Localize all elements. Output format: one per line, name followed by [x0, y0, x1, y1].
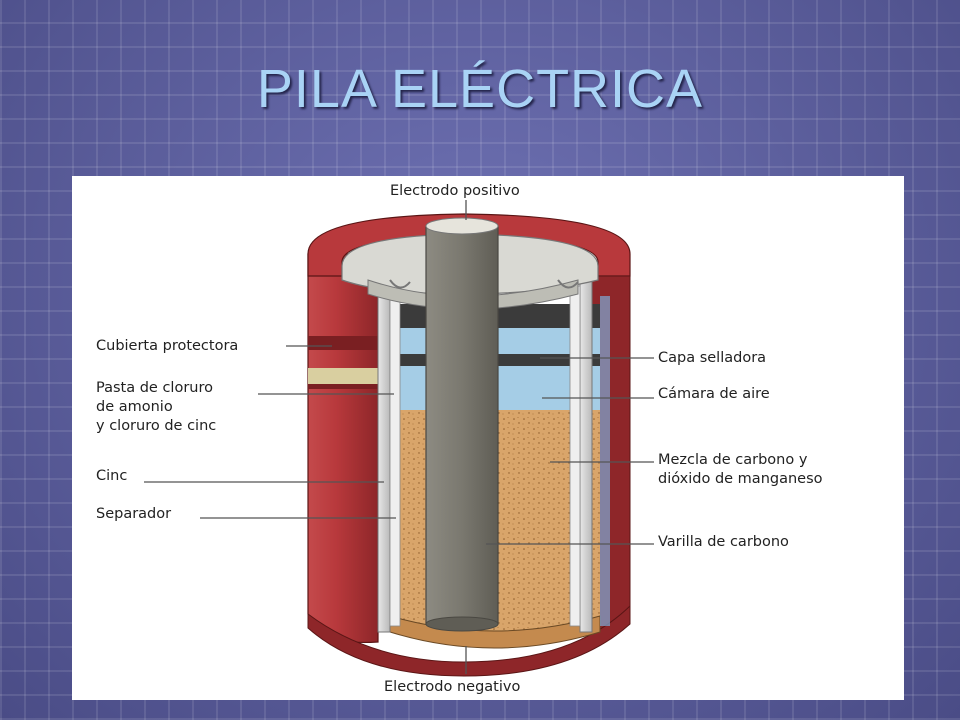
label-cubierta-protectora: Cubierta protectora — [96, 338, 238, 354]
label-pasta-line1: Pasta de cloruro — [96, 380, 213, 396]
slide-title: PILA ELÉCTRICA — [256, 59, 704, 119]
separator-wall-right — [569, 285, 581, 627]
label-pasta-line2: de amonio — [96, 399, 173, 415]
label-mezcla-line2: dióxido de manganeso — [658, 471, 823, 487]
label-capa-selladora: Capa selladora — [658, 350, 766, 366]
label-separador: Separador — [96, 506, 171, 522]
label-pasta-line3: y cloruro de cinc — [96, 418, 216, 434]
zinc-wall-left — [377, 271, 391, 633]
battery-diagram: Electrodo positivo Electrodo negativo Cu… — [72, 176, 904, 700]
label-varilla-carbono: Varilla de carbono — [658, 534, 789, 550]
separator-wall-left — [389, 285, 401, 627]
label-cinc: Cinc — [96, 468, 127, 484]
diagram-labels: Electrodo positivo Electrodo negativo Cu… — [96, 183, 823, 695]
battery-diagram-svg: Electrodo positivo Electrodo negativo Cu… — [96, 183, 823, 695]
label-electrodo-negativo: Electrodo negativo — [384, 679, 520, 695]
label-camara-aire: Cámara de aire — [658, 386, 770, 402]
zinc-separator-walls — [377, 271, 610, 633]
zinc-wall-right — [579, 271, 593, 633]
leader-lines — [144, 200, 654, 674]
label-mezcla-line1: Mezcla de carbono y — [658, 452, 808, 468]
label-electrodo-positivo: Electrodo positivo — [390, 183, 520, 199]
carbon-rod — [425, 217, 499, 632]
